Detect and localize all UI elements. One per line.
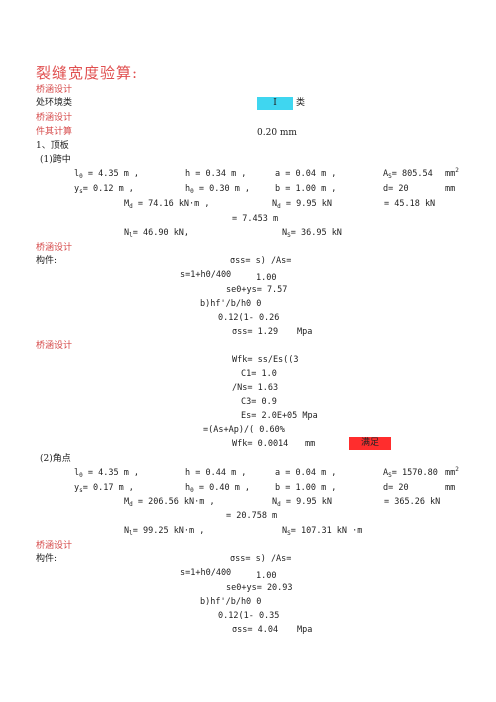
- param-ys: ys= 0.17 m ,: [74, 483, 134, 494]
- param-h: h = 0.44 m ,: [185, 468, 247, 478]
- calc-wfk-value: Wfk= 0.0014: [232, 439, 289, 449]
- corner-heading: (2)角点: [40, 454, 71, 464]
- param-d-unit: mm: [445, 184, 456, 194]
- param-nl: Nl= 46.90 kN,: [124, 228, 190, 239]
- param-b: b = 1.00 m ,: [275, 184, 337, 194]
- param-as-unit: mm2: [445, 167, 459, 180]
- section-label: 桥涵设计: [36, 341, 73, 351]
- param-nd: Nd = 9.95 kN: [272, 497, 332, 508]
- section-label: 桥涵设计: [36, 243, 73, 253]
- param-h: h = 0.34 m ,: [185, 169, 247, 179]
- calc-sigma-formula: σss= s) /As=: [230, 554, 292, 564]
- calc-c2: /Ns= 1.63: [232, 383, 279, 393]
- param-d: d= 20: [383, 184, 409, 194]
- calc-eta-value: 1.00: [256, 571, 277, 581]
- param-nl: Nl= 99.25 kN·m ,: [124, 526, 205, 537]
- calc-gamma-value: b)hf'/b/h0 0: [200, 299, 262, 309]
- calc-sigma-unit: Mpa: [297, 327, 313, 337]
- param-d: d= 20: [383, 483, 409, 493]
- param-as: AS= 1570.80: [383, 468, 438, 479]
- result-badge: 满足: [349, 437, 391, 450]
- param-md: Md = 74.16 kN·m ,: [124, 199, 210, 210]
- mid-span-heading: (1)跨中: [40, 155, 71, 165]
- calc-eta-formula: s=1+h0/400: [180, 270, 232, 280]
- calc-sigma-unit: Mpa: [297, 625, 313, 635]
- env-class-suffix: 类: [296, 98, 306, 108]
- calc-e-value: se0+ys= 20.93: [226, 583, 293, 593]
- param-ns: NS= 36.95 kN: [282, 228, 342, 239]
- param-as: AS= 805.54: [383, 169, 433, 180]
- calc-eta-formula: s=1+h0/400: [180, 568, 232, 578]
- calc-wfk-unit: mm: [305, 439, 316, 449]
- calc-sigma-value: σss= 1.29: [232, 327, 279, 337]
- calc-gamma-value: b)hf'/b/h0 0: [200, 597, 262, 607]
- member-label: 构件:: [36, 554, 58, 564]
- param-md: Md = 206.56 kN·m ,: [124, 497, 215, 508]
- env-class-cell: Ⅰ: [257, 97, 293, 110]
- param-as-unit: mm2: [445, 466, 459, 479]
- param-ns: NS= 107.31 kN ·m: [282, 526, 363, 537]
- calc-sigma-formula: σss= s) /As=: [230, 256, 292, 266]
- calc-eta-value: 1.00: [256, 273, 277, 283]
- param-extra: = 365.26 kN: [384, 497, 441, 507]
- limit-label: 件其计算: [36, 127, 73, 137]
- param-e0: = 20.758 m: [226, 511, 278, 521]
- param-d-unit: mm: [445, 483, 456, 493]
- calc-wfk-formula: Wfk= ss/Es((3: [232, 355, 299, 365]
- param-nd: Nd = 9.95 kN: [272, 199, 332, 210]
- calc-es: Es= 2.0E+05 Mpa: [241, 411, 318, 421]
- param-ys: ys= 0.12 m ,: [74, 184, 134, 195]
- param-h0: h0 = 0.30 m ,: [185, 184, 251, 195]
- param-extra: = 45.18 kN: [384, 199, 436, 209]
- param-l0: l0 = 4.35 m ,: [74, 169, 140, 180]
- param-l0: l0 = 4.35 m ,: [74, 468, 140, 479]
- param-h0: h0 = 0.40 m ,: [185, 483, 251, 494]
- page-title: 裂缝宽度验算:: [36, 64, 139, 82]
- section-label: 桥涵设计: [36, 113, 73, 123]
- param-b: b = 1.00 m ,: [275, 483, 337, 493]
- member-label: 构件:: [36, 256, 58, 266]
- param-a: a = 0.04 m ,: [275, 169, 337, 179]
- env-label: 处环境类: [36, 98, 73, 108]
- calc-c3: C3= 0.9: [241, 397, 277, 407]
- limit-value: 0.20 mm: [257, 128, 297, 138]
- calc-z-value: 0.12(1- 0.35: [218, 611, 280, 621]
- param-e0: = 7.453 m: [232, 214, 279, 224]
- calc-z-value: 0.12(1- 0.26: [218, 313, 280, 323]
- calc-e-value: se0+ys= 7.57: [226, 285, 288, 295]
- part-heading: 1、顶板: [36, 141, 69, 151]
- calc-c1: C1= 1.0: [241, 369, 277, 379]
- param-a: a = 0.04 m ,: [275, 468, 337, 478]
- calc-sigma-value: σss= 4.04: [232, 625, 279, 635]
- calc-rho: =(As+Ap)/( 0.60%: [203, 425, 285, 435]
- section-label: 桥涵设计: [36, 85, 73, 95]
- section-label: 桥涵设计: [36, 541, 73, 551]
